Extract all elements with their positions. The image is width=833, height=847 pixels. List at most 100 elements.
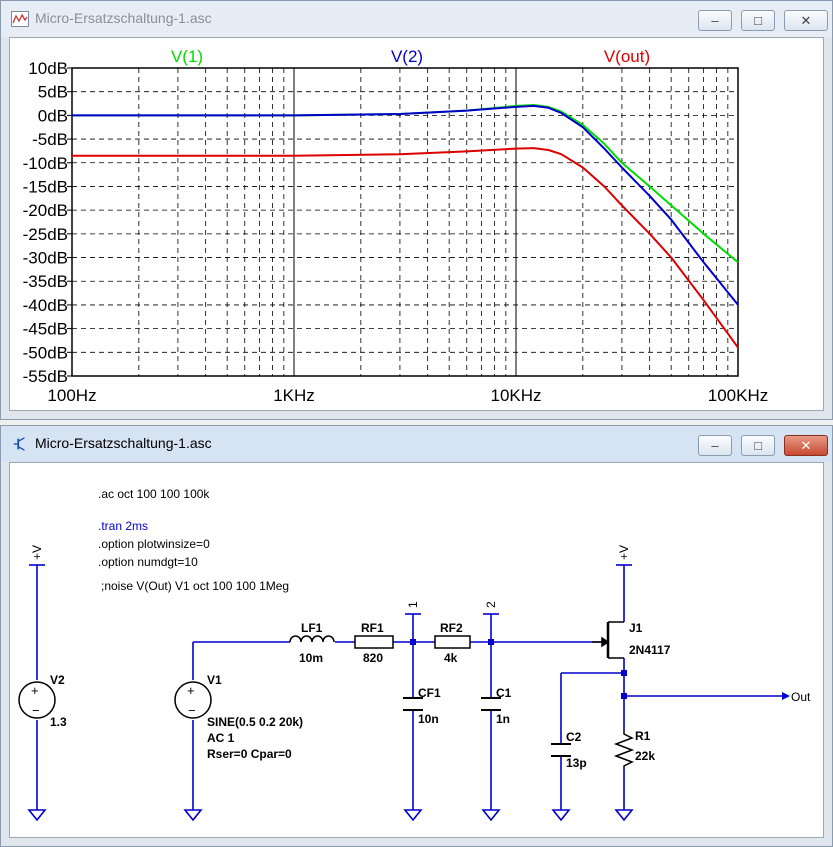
svg-text:−: − [32, 703, 40, 718]
plot-window-titlebar[interactable]: Micro-Ersatzschaltung-1.asc ‒ □ ✕ [1, 1, 832, 37]
vcc-label-j1: +V [617, 545, 631, 560]
label-c2-value: 13p [566, 756, 587, 770]
close-icon: ✕ [800, 438, 812, 453]
junction-dot [488, 639, 494, 645]
y-tick-label: 0dB [38, 106, 68, 125]
schematic-canvas[interactable]: .ac oct 100 100 100k .tran 2ms .option p… [9, 462, 824, 838]
y-tick-label: -15dB [23, 177, 68, 196]
jfet-j1[interactable] [592, 621, 624, 659]
maximize-button[interactable]: □ [741, 10, 775, 31]
trace-vout [72, 147, 739, 349]
junction-dot [410, 639, 416, 645]
label-v2-value: 1.3 [50, 715, 67, 729]
label-v2-name: V2 [50, 673, 65, 687]
y-tick-label: -45dB [23, 320, 68, 339]
label-v1-value-2: AC 1 [207, 731, 235, 745]
directive-numdgt[interactable]: .option numdgt=10 [98, 555, 198, 569]
schematic-window[interactable]: Micro-Ersatzschaltung-1.asc ‒ □ ✕ .ac oc… [0, 425, 833, 847]
capacitor-c1[interactable] [481, 697, 501, 711]
ac-analysis-plot[interactable]: 10dB5dB0dB-5dB-10dB-15dB-20dB-25dB-30dB-… [10, 38, 825, 413]
label-lf1-value: 10m [299, 651, 323, 665]
ground-icon [27, 809, 47, 822]
junction-dot [621, 693, 627, 699]
voltage-source-v2[interactable]: + − [18, 681, 56, 719]
close-button[interactable]: ✕ [784, 435, 828, 456]
y-tick-label: -35dB [23, 272, 68, 291]
minimize-icon: ‒ [711, 13, 719, 28]
y-tick-label: -40dB [23, 296, 68, 315]
schematic-window-titlebar[interactable]: Micro-Ersatzschaltung-1.asc ‒ □ ✕ [1, 426, 832, 462]
y-tick-label: -25dB [23, 225, 68, 244]
resistor-rf2[interactable] [434, 635, 471, 649]
net-label-2: 2 [484, 601, 498, 608]
minimize-icon: ‒ [711, 438, 719, 453]
ground-icon [551, 809, 571, 822]
label-c2-name: C2 [566, 730, 582, 744]
ground-icon [183, 809, 203, 822]
label-j1-name: J1 [629, 621, 643, 635]
label-r1-value: 22k [635, 749, 655, 763]
x-tick-label: 1KHz [273, 386, 315, 405]
minimize-button[interactable]: ‒ [698, 10, 732, 31]
directive-plotwinsize[interactable]: .option plotwinsize=0 [98, 537, 210, 551]
label-v1-value-1: SINE(0.5 0.2 20k) [207, 715, 303, 729]
label-rf2-value: 4k [444, 651, 458, 665]
x-tick-label: 100KHz [708, 386, 768, 405]
schematic-icon [13, 437, 25, 451]
label-c1-value: 1n [496, 712, 510, 726]
x-tick-label: 100Hz [47, 386, 96, 405]
close-button[interactable]: ✕ [784, 10, 828, 31]
schematic-window-title: Micro-Ersatzschaltung-1.asc [35, 435, 212, 451]
net-label-out: Out [791, 690, 811, 704]
y-tick-label: 5dB [38, 83, 68, 102]
y-tick-label: -10dB [23, 154, 68, 173]
legend-v1[interactable]: V(1) [171, 47, 203, 66]
ground-icon [403, 809, 423, 822]
label-v1-value-3: Rser=0 Cpar=0 [207, 747, 292, 761]
label-j1-value: 2N4117 [629, 643, 671, 657]
label-lf1-name: LF1 [301, 621, 323, 635]
label-rf2-name: RF2 [440, 621, 463, 635]
trace-v2 [72, 104, 739, 306]
x-tick-label: 10KHz [490, 386, 541, 405]
svg-text:+: + [187, 683, 195, 698]
y-tick-label: 10dB [28, 59, 68, 78]
legend-v2[interactable]: V(2) [391, 47, 423, 66]
ground-icon [481, 809, 501, 822]
label-v1-name: V1 [207, 673, 222, 687]
label-rf1-name: RF1 [361, 621, 384, 635]
vcc-label-v2: +V [30, 545, 44, 560]
y-tick-label: -50dB [23, 343, 68, 362]
inductor-lf1[interactable] [289, 635, 335, 643]
y-tick-label: -30dB [23, 249, 68, 268]
plot-window[interactable]: Micro-Ersatzschaltung-1.asc ‒ □ ✕ 10dB 5d… [0, 0, 833, 420]
minimize-button[interactable]: ‒ [698, 435, 732, 456]
maximize-icon: □ [754, 13, 762, 28]
resistor-r1[interactable] [613, 730, 635, 767]
label-r1-name: R1 [635, 729, 651, 743]
y-tick-label: -55dB [23, 367, 68, 386]
plot-frame [71, 67, 739, 377]
maximize-button[interactable]: □ [741, 435, 775, 456]
label-cf1-name: CF1 [418, 686, 441, 700]
label-cf1-value: 10n [418, 712, 439, 726]
y-tick-label: -20dB [23, 201, 68, 220]
out-port-arrow [782, 692, 790, 700]
waveform-icon [11, 11, 29, 27]
capacitor-c2[interactable] [551, 743, 571, 757]
voltage-source-v1[interactable]: + − [174, 681, 212, 719]
directive-ac[interactable]: .ac oct 100 100 100k [98, 487, 210, 501]
directive-tran[interactable]: .tran 2ms [98, 519, 148, 533]
capacitor-cf1[interactable] [403, 697, 423, 711]
junction-dot [621, 670, 627, 676]
directive-noise[interactable]: ;noise V(Out) V1 oct 100 100 1Meg [101, 579, 289, 593]
legend-vout[interactable]: V(out) [604, 47, 650, 66]
schematic-drawing[interactable]: .ac oct 100 100 100k .tran 2ms .option p… [10, 463, 825, 839]
ground-icon [614, 809, 634, 822]
resistor-rf1[interactable] [354, 635, 394, 649]
label-c1-name: C1 [496, 686, 512, 700]
svg-text:−: − [188, 703, 196, 718]
plot-window-title: Micro-Ersatzschaltung-1.asc [35, 10, 212, 26]
svg-text:+: + [31, 683, 39, 698]
